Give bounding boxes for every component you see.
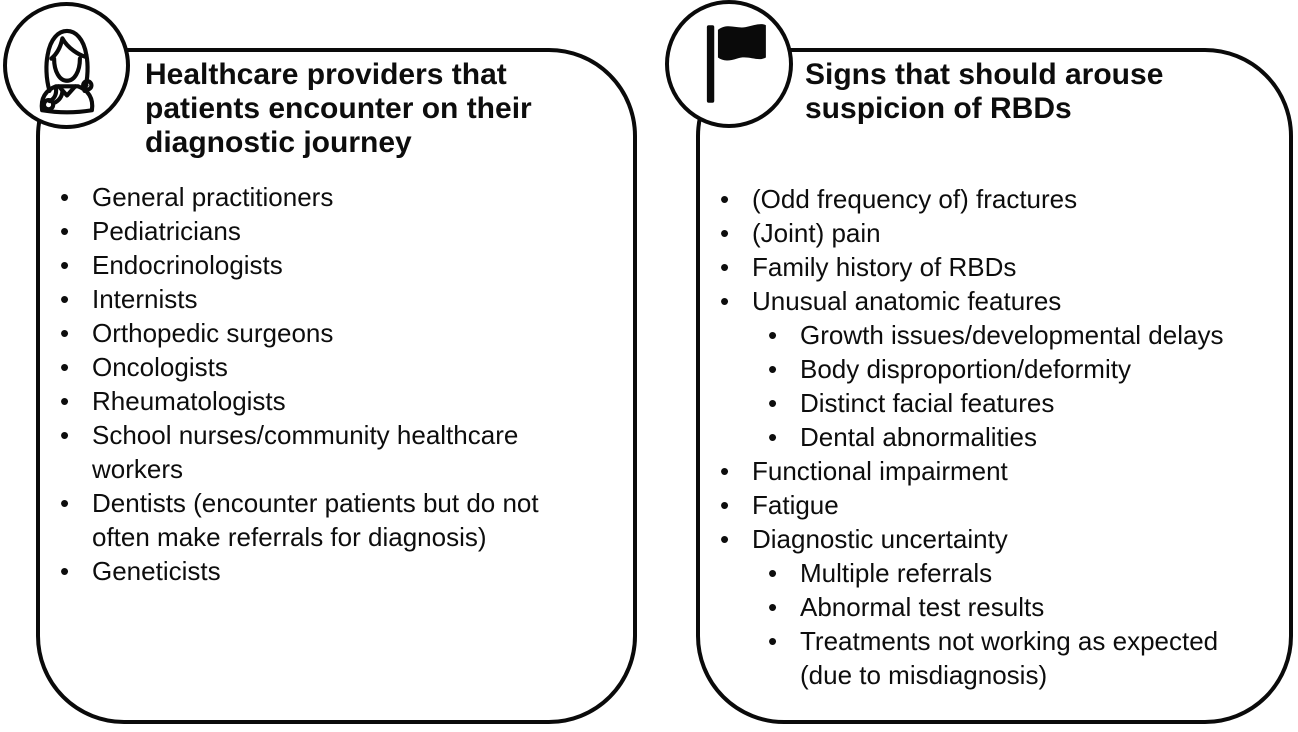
list-item-text: (Joint) pain — [752, 218, 881, 248]
list-item: • Rheumatologists — [40, 384, 633, 418]
list-item-text: Dentists (encounter patients but do not — [92, 488, 539, 518]
left-panel-title: Healthcare providers that patients encou… — [145, 58, 615, 160]
right-panel-title: Signs that should arouse suspicion of RB… — [805, 58, 1271, 126]
bullet-dot: • — [768, 626, 778, 656]
list-item-text: Dental abnormalities — [800, 422, 1038, 452]
list-item-text: Growth issues/developmental delays — [800, 320, 1224, 350]
list-item: • School nurses/community healthcare — [40, 418, 633, 452]
list-item-text: Oncologists — [92, 352, 228, 382]
list-item-text: General practitioners — [92, 182, 334, 212]
list-item-text: Rheumatologists — [92, 386, 286, 416]
bullet-dot: • — [768, 388, 778, 418]
right-title-line-2: suspicion of RBDs — [805, 92, 1072, 125]
left-panel-list: • General practitioners • Pediatricians • E… — [40, 180, 633, 588]
list-item-continuation: •workers — [40, 452, 633, 486]
list-item: • (Odd frequency of) fractures — [700, 182, 1289, 216]
list-item: • Geneticists — [40, 554, 633, 588]
bullet-dot: • — [720, 252, 730, 282]
list-item: • Fatigue — [700, 488, 1289, 522]
list-item: • Oncologists — [40, 350, 633, 384]
flag-badge — [665, 0, 793, 128]
list-item-text: Endocrinologists — [92, 250, 283, 280]
sub-list-item: • Growth issues/developmental delays — [700, 318, 1289, 352]
bullet-dot: • — [60, 420, 70, 450]
sub-list-item: • Dental abnormalities — [700, 420, 1289, 454]
list-item: • Family history of RBDs — [700, 250, 1289, 284]
left-title-line-2: patients encounter on their — [145, 92, 532, 125]
list-item-text: Orthopedic surgeons — [92, 318, 334, 348]
bullet-dot: • — [720, 490, 730, 520]
sub-list-item: • Distinct facial features — [700, 386, 1289, 420]
list-item: • General practitioners — [40, 180, 633, 214]
bullet-dot: • — [768, 592, 778, 622]
list-item: • Endocrinologists — [40, 248, 633, 282]
list-item-text: often make referrals for diagnosis) — [92, 522, 487, 552]
list-item: • Dentists (encounter patients but do not — [40, 486, 633, 520]
list-item-text: (due to misdiagnosis) — [800, 660, 1048, 690]
list-item: • (Joint) pain — [700, 216, 1289, 250]
list-item: • Pediatricians — [40, 214, 633, 248]
bullet-dot: • — [60, 284, 70, 314]
list-item-text: Fatigue — [752, 490, 839, 520]
list-item-text: Treatments not working as expected — [800, 626, 1219, 656]
list-item-continuation: •often make referrals for diagnosis) — [40, 520, 633, 554]
left-title-line-1: Healthcare providers that — [145, 58, 507, 91]
left-title-line-3: diagnostic journey — [145, 126, 412, 159]
list-item: • Diagnostic uncertainty — [700, 522, 1289, 556]
list-item: • Orthopedic surgeons — [40, 316, 633, 350]
female-doctor-icon — [39, 28, 94, 114]
list-item-text: Multiple referrals — [800, 558, 993, 588]
bullet-dot: • — [720, 524, 730, 554]
list-item: • Functional impairment — [700, 454, 1289, 488]
list-item-text: School nurses/community healthcare — [92, 420, 519, 450]
doctor-badge — [3, 2, 130, 129]
bullet-dot: • — [720, 456, 730, 486]
list-item-text: Internists — [92, 284, 198, 314]
bullet-dot: • — [60, 488, 70, 518]
bullet-dot: • — [768, 558, 778, 588]
list-item-text: Pediatricians — [92, 216, 241, 246]
right-panel-list: • (Odd frequency of) fractures • (Joint) p… — [700, 182, 1289, 692]
list-item-text: Abnormal test results — [800, 592, 1045, 622]
bullet-dot: • — [60, 352, 70, 382]
right-title-line-1: Signs that should arouse — [805, 58, 1164, 91]
sub-list-item: • Abnormal test results — [700, 590, 1289, 624]
list-item-text: Diagnostic uncertainty — [752, 524, 1008, 554]
sub-list-item: • Multiple referrals — [700, 556, 1289, 590]
bullet-dot: • — [60, 250, 70, 280]
bullet-dot: • — [60, 182, 70, 212]
list-item-text: Geneticists — [92, 556, 221, 586]
sub-list-item-continuation: •(due to misdiagnosis) — [700, 658, 1289, 692]
bullet-dot: • — [720, 184, 730, 214]
bullet-dot: • — [768, 320, 778, 350]
list-item-text: Functional impairment — [752, 456, 1008, 486]
list-item-text: Distinct facial features — [800, 388, 1055, 418]
list-item-text: Unusual anatomic features — [752, 286, 1062, 316]
bullet-dot: • — [60, 556, 70, 586]
rbd-signs-panel: Signs that should arouse suspicion of RB… — [696, 48, 1293, 724]
bullet-dot: • — [60, 216, 70, 246]
sub-list-item: • Treatments not working as expected — [700, 624, 1289, 658]
bullet-dot: • — [768, 422, 778, 452]
bullet-dot: • — [60, 318, 70, 348]
sub-list-item: • Body disproportion/deformity — [700, 352, 1289, 386]
list-item-text: Body disproportion/deformity — [800, 354, 1131, 384]
list-item-text: (Odd frequency of) fractures — [752, 184, 1078, 214]
flag-icon — [706, 24, 766, 103]
list-item: • Internists — [40, 282, 633, 316]
bullet-dot: • — [720, 286, 730, 316]
healthcare-providers-panel: Healthcare providers that patients encou… — [36, 48, 637, 724]
list-item-text: workers — [92, 454, 184, 484]
bullet-dot: • — [768, 354, 778, 384]
list-item-text: Family history of RBDs — [752, 252, 1017, 282]
bullet-dot: • — [60, 386, 70, 416]
list-item: • Unusual anatomic features — [700, 284, 1289, 318]
bullet-dot: • — [720, 218, 730, 248]
